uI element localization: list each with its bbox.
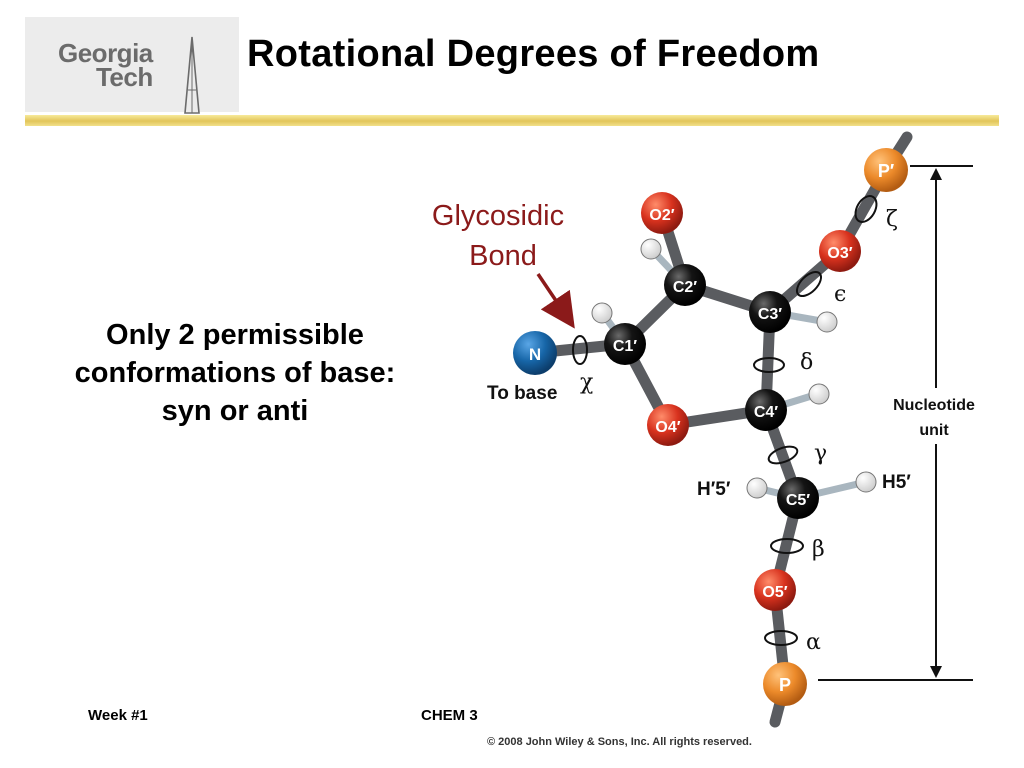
atom-o4: O4′ bbox=[647, 404, 689, 446]
atom-label-p-prime: P′ bbox=[878, 161, 894, 181]
hydrogen-atoms bbox=[591, 238, 877, 499]
georgia-tech-logo: Georgia Tech bbox=[58, 38, 153, 92]
atom-c5: C5′ bbox=[777, 477, 819, 519]
backbone-bonds bbox=[529, 131, 913, 728]
tech-tower-icon bbox=[184, 36, 200, 114]
atom-label-o3: O3′ bbox=[827, 245, 852, 262]
slide-title: Rotational Degrees of Freedom bbox=[247, 33, 820, 75]
nucleotide-unit-label-2: unit bbox=[919, 422, 949, 439]
atom-label-o2: O2′ bbox=[649, 207, 674, 224]
glycosidic-arrow bbox=[536, 273, 575, 329]
atom-label-c1: C1′ bbox=[613, 338, 637, 355]
body-line-2: conformations of base: bbox=[74, 357, 396, 389]
torsion-epsilon: ϵ bbox=[834, 282, 846, 307]
atom-label-o5: O5′ bbox=[762, 584, 787, 601]
to-base-label: To base bbox=[487, 383, 557, 404]
atom-label-n: N bbox=[529, 345, 541, 364]
torsion-zeta: ζ bbox=[886, 207, 898, 232]
copyright-notice: © 2008 John Wiley & Sons, Inc. All right… bbox=[487, 736, 752, 748]
atom-label-c5: C5′ bbox=[786, 492, 810, 509]
footer-week: Week #1 bbox=[88, 707, 148, 724]
title-divider bbox=[25, 115, 999, 126]
torsion-chi: χ bbox=[580, 370, 593, 395]
footer-course: CHEM 3 bbox=[421, 707, 478, 724]
rotation-arrows bbox=[572, 195, 878, 646]
body-text: Only 2 permissible conformations of base… bbox=[30, 316, 440, 430]
atom-label-o4: O4′ bbox=[655, 419, 680, 436]
atom-label-c4: C4′ bbox=[754, 404, 778, 421]
atom-label-c2: C2′ bbox=[673, 279, 697, 296]
atom-c1: C1′ bbox=[604, 323, 646, 365]
atom-label-p: P bbox=[779, 675, 791, 695]
glycosidic-label-line-1: Glycosidic bbox=[432, 200, 564, 232]
atom-o5: O5′ bbox=[754, 569, 796, 611]
h5-right-label: H5′ bbox=[882, 472, 911, 493]
nucleotide-unit-label-1: Nucleotide bbox=[893, 397, 975, 414]
body-line-3: syn or anti bbox=[161, 395, 309, 427]
glycosidic-label-line-2: Bond bbox=[469, 240, 537, 272]
torsion-delta: δ bbox=[800, 350, 813, 375]
torsion-beta: β bbox=[812, 537, 825, 562]
torsion-gamma: γ bbox=[814, 441, 827, 466]
atom-label-c3: C3′ bbox=[758, 306, 782, 323]
atom-c2: C2′ bbox=[664, 264, 706, 306]
torsion-alpha: α bbox=[806, 630, 821, 655]
h5-left-label: H′5′ bbox=[697, 479, 731, 500]
atom-p-prime: P′ bbox=[864, 148, 908, 192]
atom-p: P bbox=[763, 662, 807, 706]
atom-o3: O3′ bbox=[819, 230, 861, 272]
nucleotide-unit-bracket bbox=[818, 165, 973, 681]
atom-o2: O2′ bbox=[641, 192, 683, 234]
logo-line-2: Tech bbox=[95, 62, 153, 92]
logo-box: Georgia Tech bbox=[25, 17, 239, 114]
atom-c3: C3′ bbox=[749, 291, 791, 333]
body-line-1: Only 2 permissible bbox=[106, 319, 364, 351]
atom-c4: C4′ bbox=[745, 389, 787, 431]
atom-n: N bbox=[513, 331, 557, 375]
logo-line-1: Georgia bbox=[58, 38, 153, 68]
